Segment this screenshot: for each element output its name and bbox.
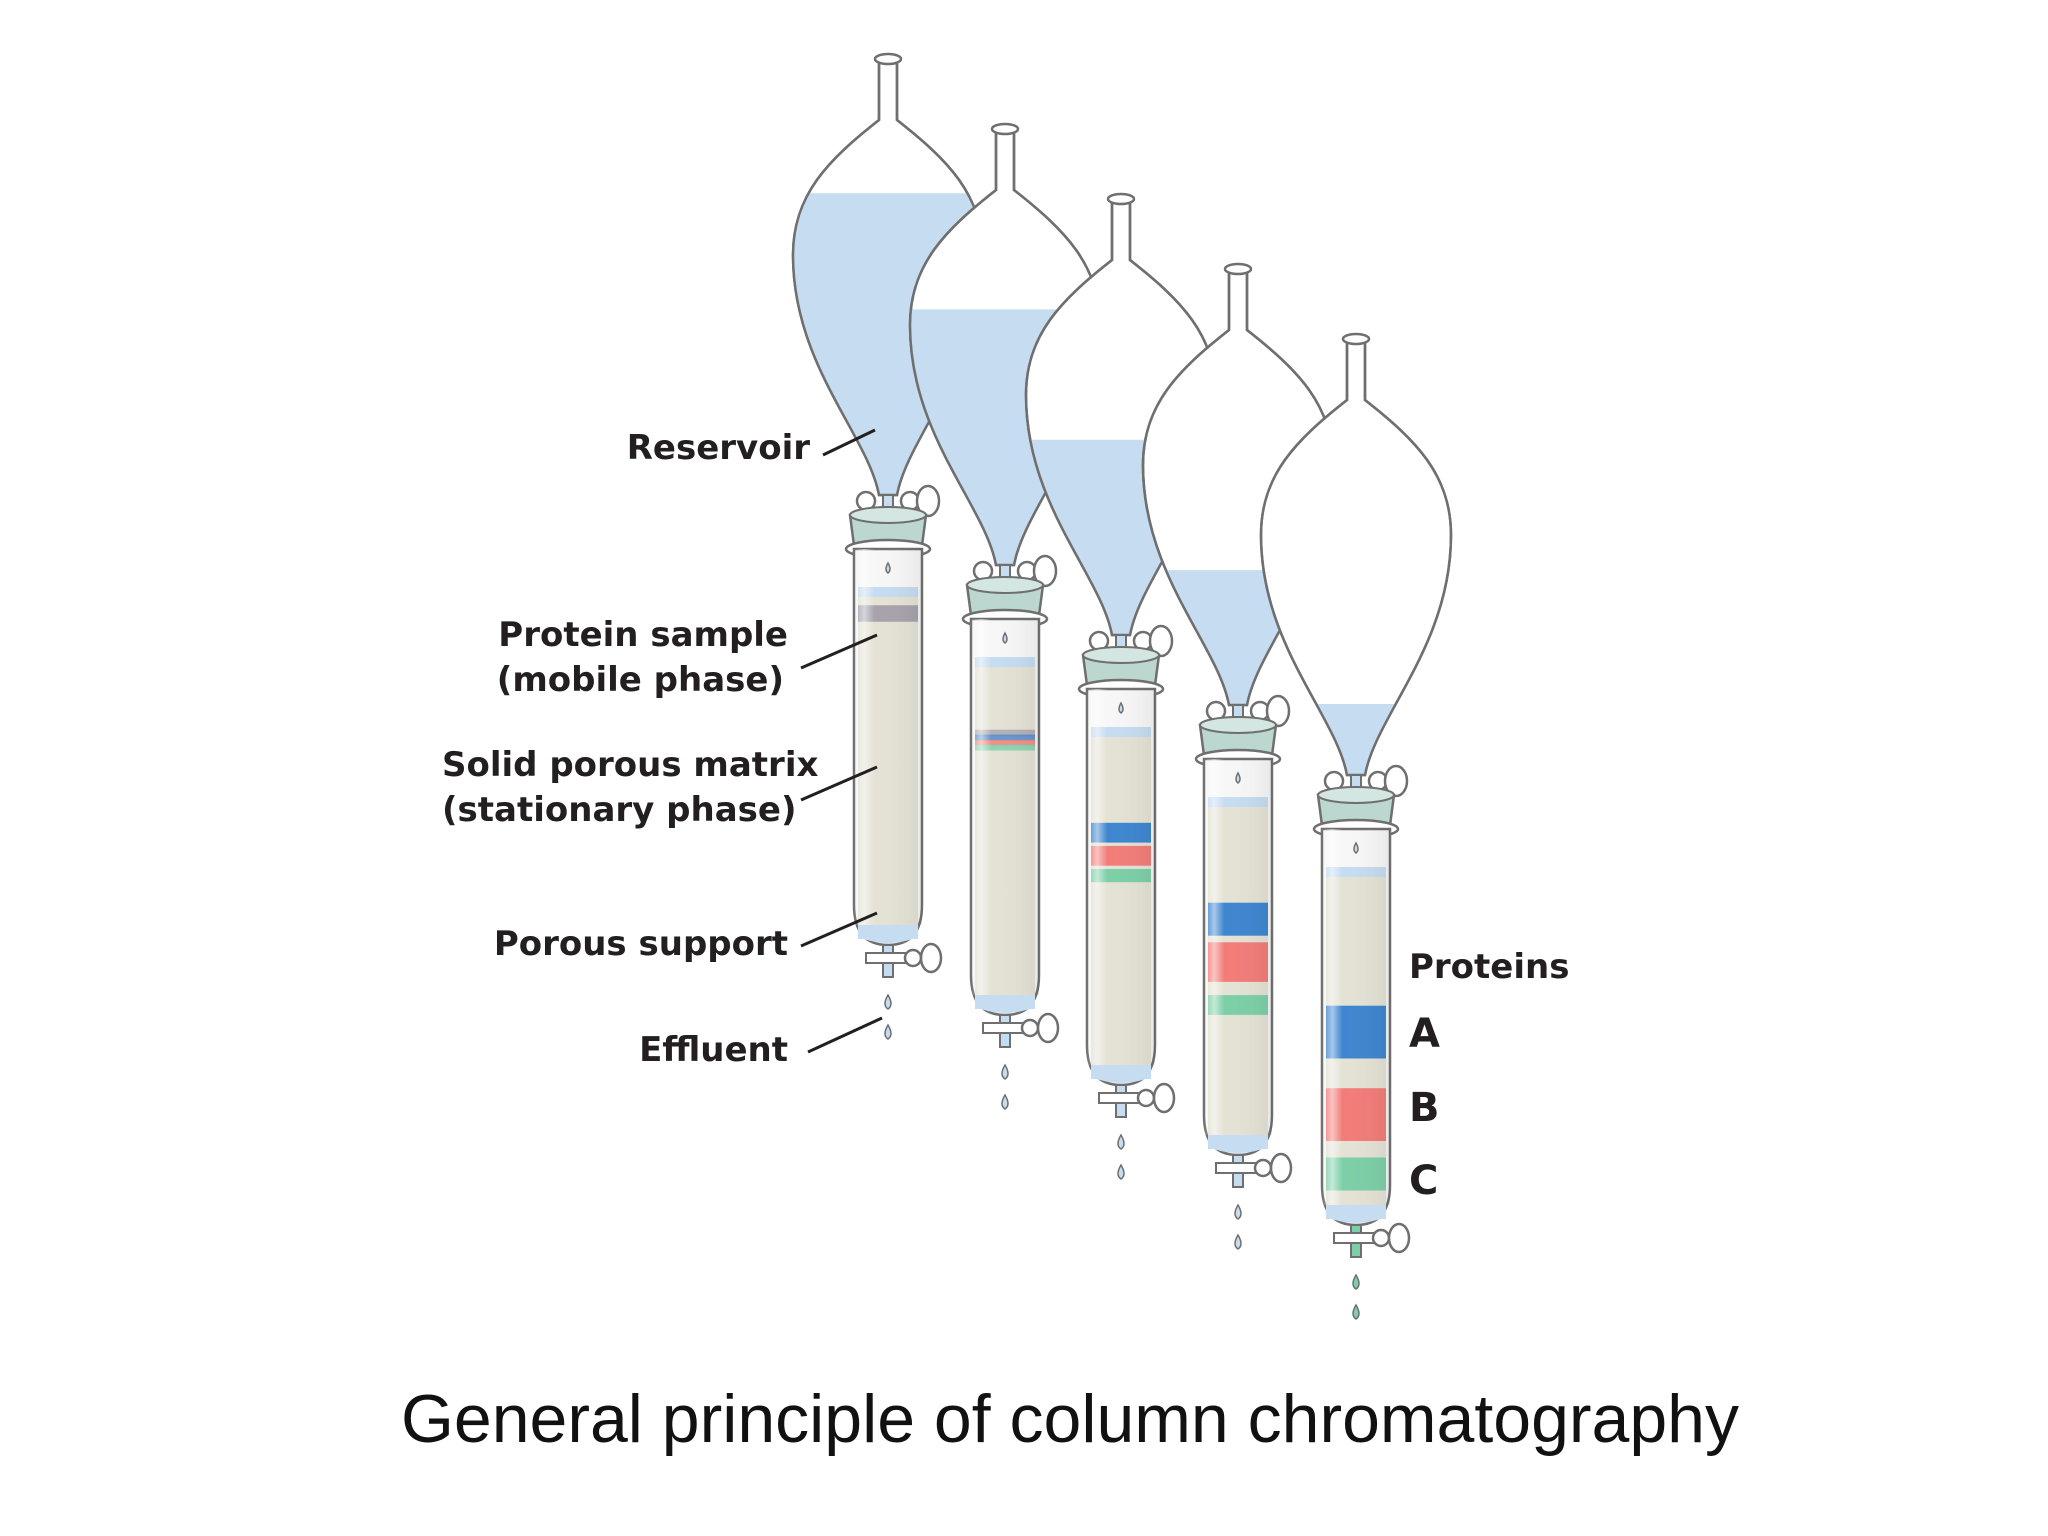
protein-sample-leader-line	[800, 633, 878, 670]
reservoir-opening	[1341, 332, 1371, 346]
effluent-drop	[1352, 1303, 1360, 1320]
effluent-drop	[1117, 1163, 1125, 1180]
outlet-key	[1152, 1082, 1176, 1114]
glass-highlight	[1322, 829, 1390, 1205]
reservoir-outline	[1259, 339, 1453, 777]
outlet-key	[1036, 1012, 1060, 1044]
stage-1-column	[791, 52, 985, 1040]
reservoir-opening	[1106, 192, 1136, 206]
protein-c-label: C	[1409, 1158, 1438, 1204]
reservoir-outline	[1141, 269, 1335, 707]
stopcock-key	[915, 484, 941, 518]
proteins-label: Proteins	[1409, 947, 1569, 987]
stopper-top	[966, 576, 1044, 594]
porous-support	[1326, 1205, 1386, 1219]
porous-support-label: Porous support	[494, 924, 788, 964]
effluent-drop	[884, 1023, 892, 1040]
stopcock-key	[1148, 624, 1174, 658]
porous-support	[1091, 1065, 1151, 1079]
column-bottom	[1326, 1217, 1386, 1223]
column-bottom	[1208, 1147, 1268, 1153]
effluent-drop	[1234, 1203, 1242, 1220]
reservoir-opening	[990, 122, 1020, 136]
outlet-valve	[1215, 1162, 1261, 1174]
reservoir-label: Reservoir	[627, 428, 810, 468]
outlet-valve	[865, 952, 911, 964]
effluent-drop	[1001, 1063, 1009, 1080]
labels-group: Reservoir Protein sample (mobile phase) …	[442, 428, 1569, 1204]
outlet-handle	[1253, 1158, 1273, 1178]
outlet-valve	[1098, 1092, 1144, 1104]
column-bottom	[975, 1007, 1035, 1013]
effluent-drop	[1352, 1273, 1360, 1290]
protein-b-label: B	[1409, 1085, 1440, 1131]
protein-a-label: A	[1409, 1011, 1440, 1057]
reservoir-outline	[791, 59, 985, 497]
outlet-handle	[1136, 1088, 1156, 1108]
protein-sample-label: Protein sample	[498, 615, 788, 655]
porous-support	[975, 995, 1035, 1009]
stopper-top	[1082, 646, 1160, 664]
column-bottom	[858, 937, 918, 943]
porous-support	[1208, 1135, 1268, 1149]
apparatus-group	[791, 52, 1453, 1320]
effluent-drop	[1234, 1233, 1242, 1250]
stopper-top	[849, 506, 927, 524]
glass-highlight	[1204, 759, 1272, 1135]
stopcock-key	[1383, 764, 1409, 798]
glass-highlight	[1087, 689, 1155, 1065]
reservoir-opening	[873, 52, 903, 66]
mobile-phase-label: (mobile phase)	[497, 660, 784, 700]
outlet-valve	[1333, 1232, 1379, 1244]
porous-support-leader-line	[800, 911, 878, 948]
stopper-top	[1199, 716, 1277, 734]
column-bottom	[1091, 1077, 1151, 1083]
reservoir-outline	[908, 129, 1102, 567]
outlet-key	[1269, 1152, 1293, 1184]
effluent-drop	[1001, 1093, 1009, 1110]
reservoir-opening	[1223, 262, 1253, 276]
porous-support	[858, 925, 918, 939]
stage-5-column	[1259, 332, 1453, 1320]
reservoir-outline	[1024, 199, 1218, 637]
matrix-leader-line	[800, 765, 878, 802]
diagram-caption: General principle of column chromatograp…	[400, 1381, 1740, 1457]
glass-highlight	[854, 549, 922, 925]
outlet-valve	[982, 1022, 1028, 1034]
outlet-handle	[1371, 1228, 1391, 1248]
effluent-label: Effluent	[639, 1030, 788, 1070]
stationary-phase-label: (stationary phase)	[442, 790, 796, 830]
outlet-handle	[1020, 1018, 1040, 1038]
effluent-leader-line	[807, 1016, 883, 1054]
effluent-drop	[884, 993, 892, 1010]
outlet-handle	[903, 948, 923, 968]
reservoir-leader-line	[822, 428, 876, 457]
effluent-drop	[1117, 1133, 1125, 1150]
stopcock-key	[1032, 554, 1058, 588]
outlet-key	[1387, 1222, 1411, 1254]
stopper-top	[1317, 786, 1395, 804]
outlet-key	[919, 942, 943, 974]
stopcock-key	[1265, 694, 1291, 728]
glass-highlight	[971, 619, 1039, 995]
matrix-label: Solid porous matrix	[442, 745, 818, 785]
